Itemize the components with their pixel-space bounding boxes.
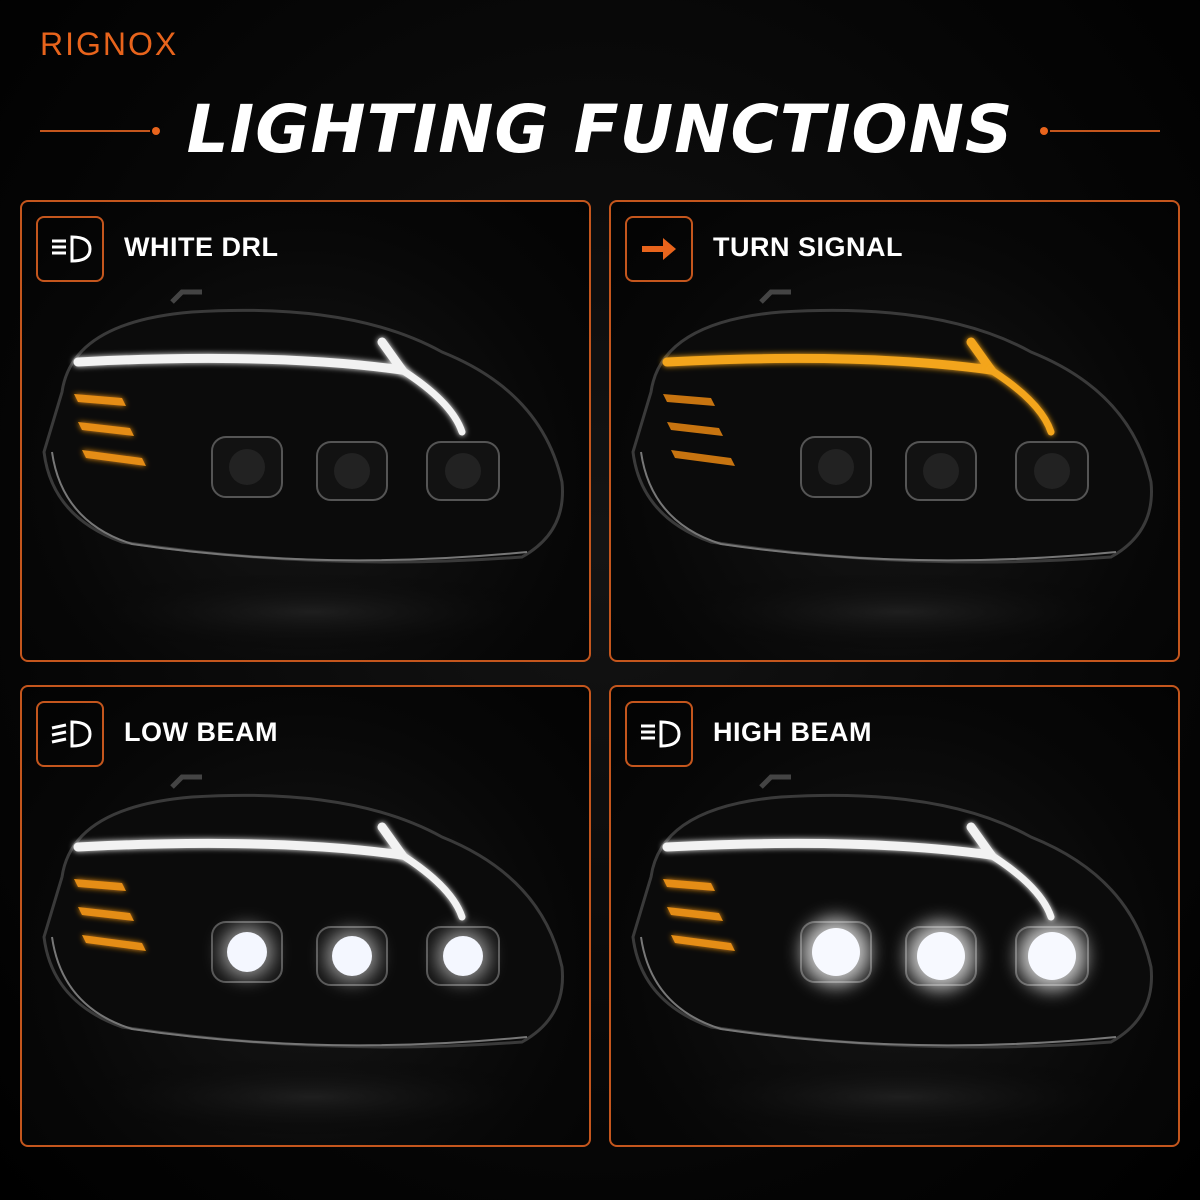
headlight-icon	[52, 235, 92, 263]
panel-label: HIGH BEAM	[713, 717, 872, 747]
panel-label: TURN SIGNAL	[713, 232, 903, 262]
panel-turn-signal: TURN SIGNAL	[609, 200, 1180, 662]
icon-box	[625, 216, 693, 282]
left-decoration-line	[40, 127, 160, 135]
high-beam-icon	[641, 720, 681, 748]
headlight-image	[42, 289, 572, 652]
icon-box	[36, 701, 104, 767]
panel-label: LOW BEAM	[124, 717, 278, 747]
headlight-image	[42, 774, 572, 1137]
panel-high-beam: HIGH BEAM	[609, 685, 1180, 1147]
panel-low-beam: LOW BEAM	[20, 685, 591, 1147]
panel-white-drl: WHITE DRL	[20, 200, 591, 662]
panel-label: WHITE DRL	[124, 232, 279, 262]
icon-box	[36, 216, 104, 282]
page-title: LIGHTING FUNCTIONS	[186, 91, 1014, 168]
headlight-image	[631, 774, 1161, 1137]
headlight-image	[631, 289, 1161, 652]
icon-box	[625, 701, 693, 767]
brand-logo: RIGNOX	[40, 26, 179, 62]
arrow-right-icon	[642, 238, 676, 260]
title-row: LIGHTING FUNCTIONS	[0, 80, 1200, 180]
right-decoration-line	[1040, 127, 1160, 135]
low-beam-icon	[51, 720, 92, 748]
